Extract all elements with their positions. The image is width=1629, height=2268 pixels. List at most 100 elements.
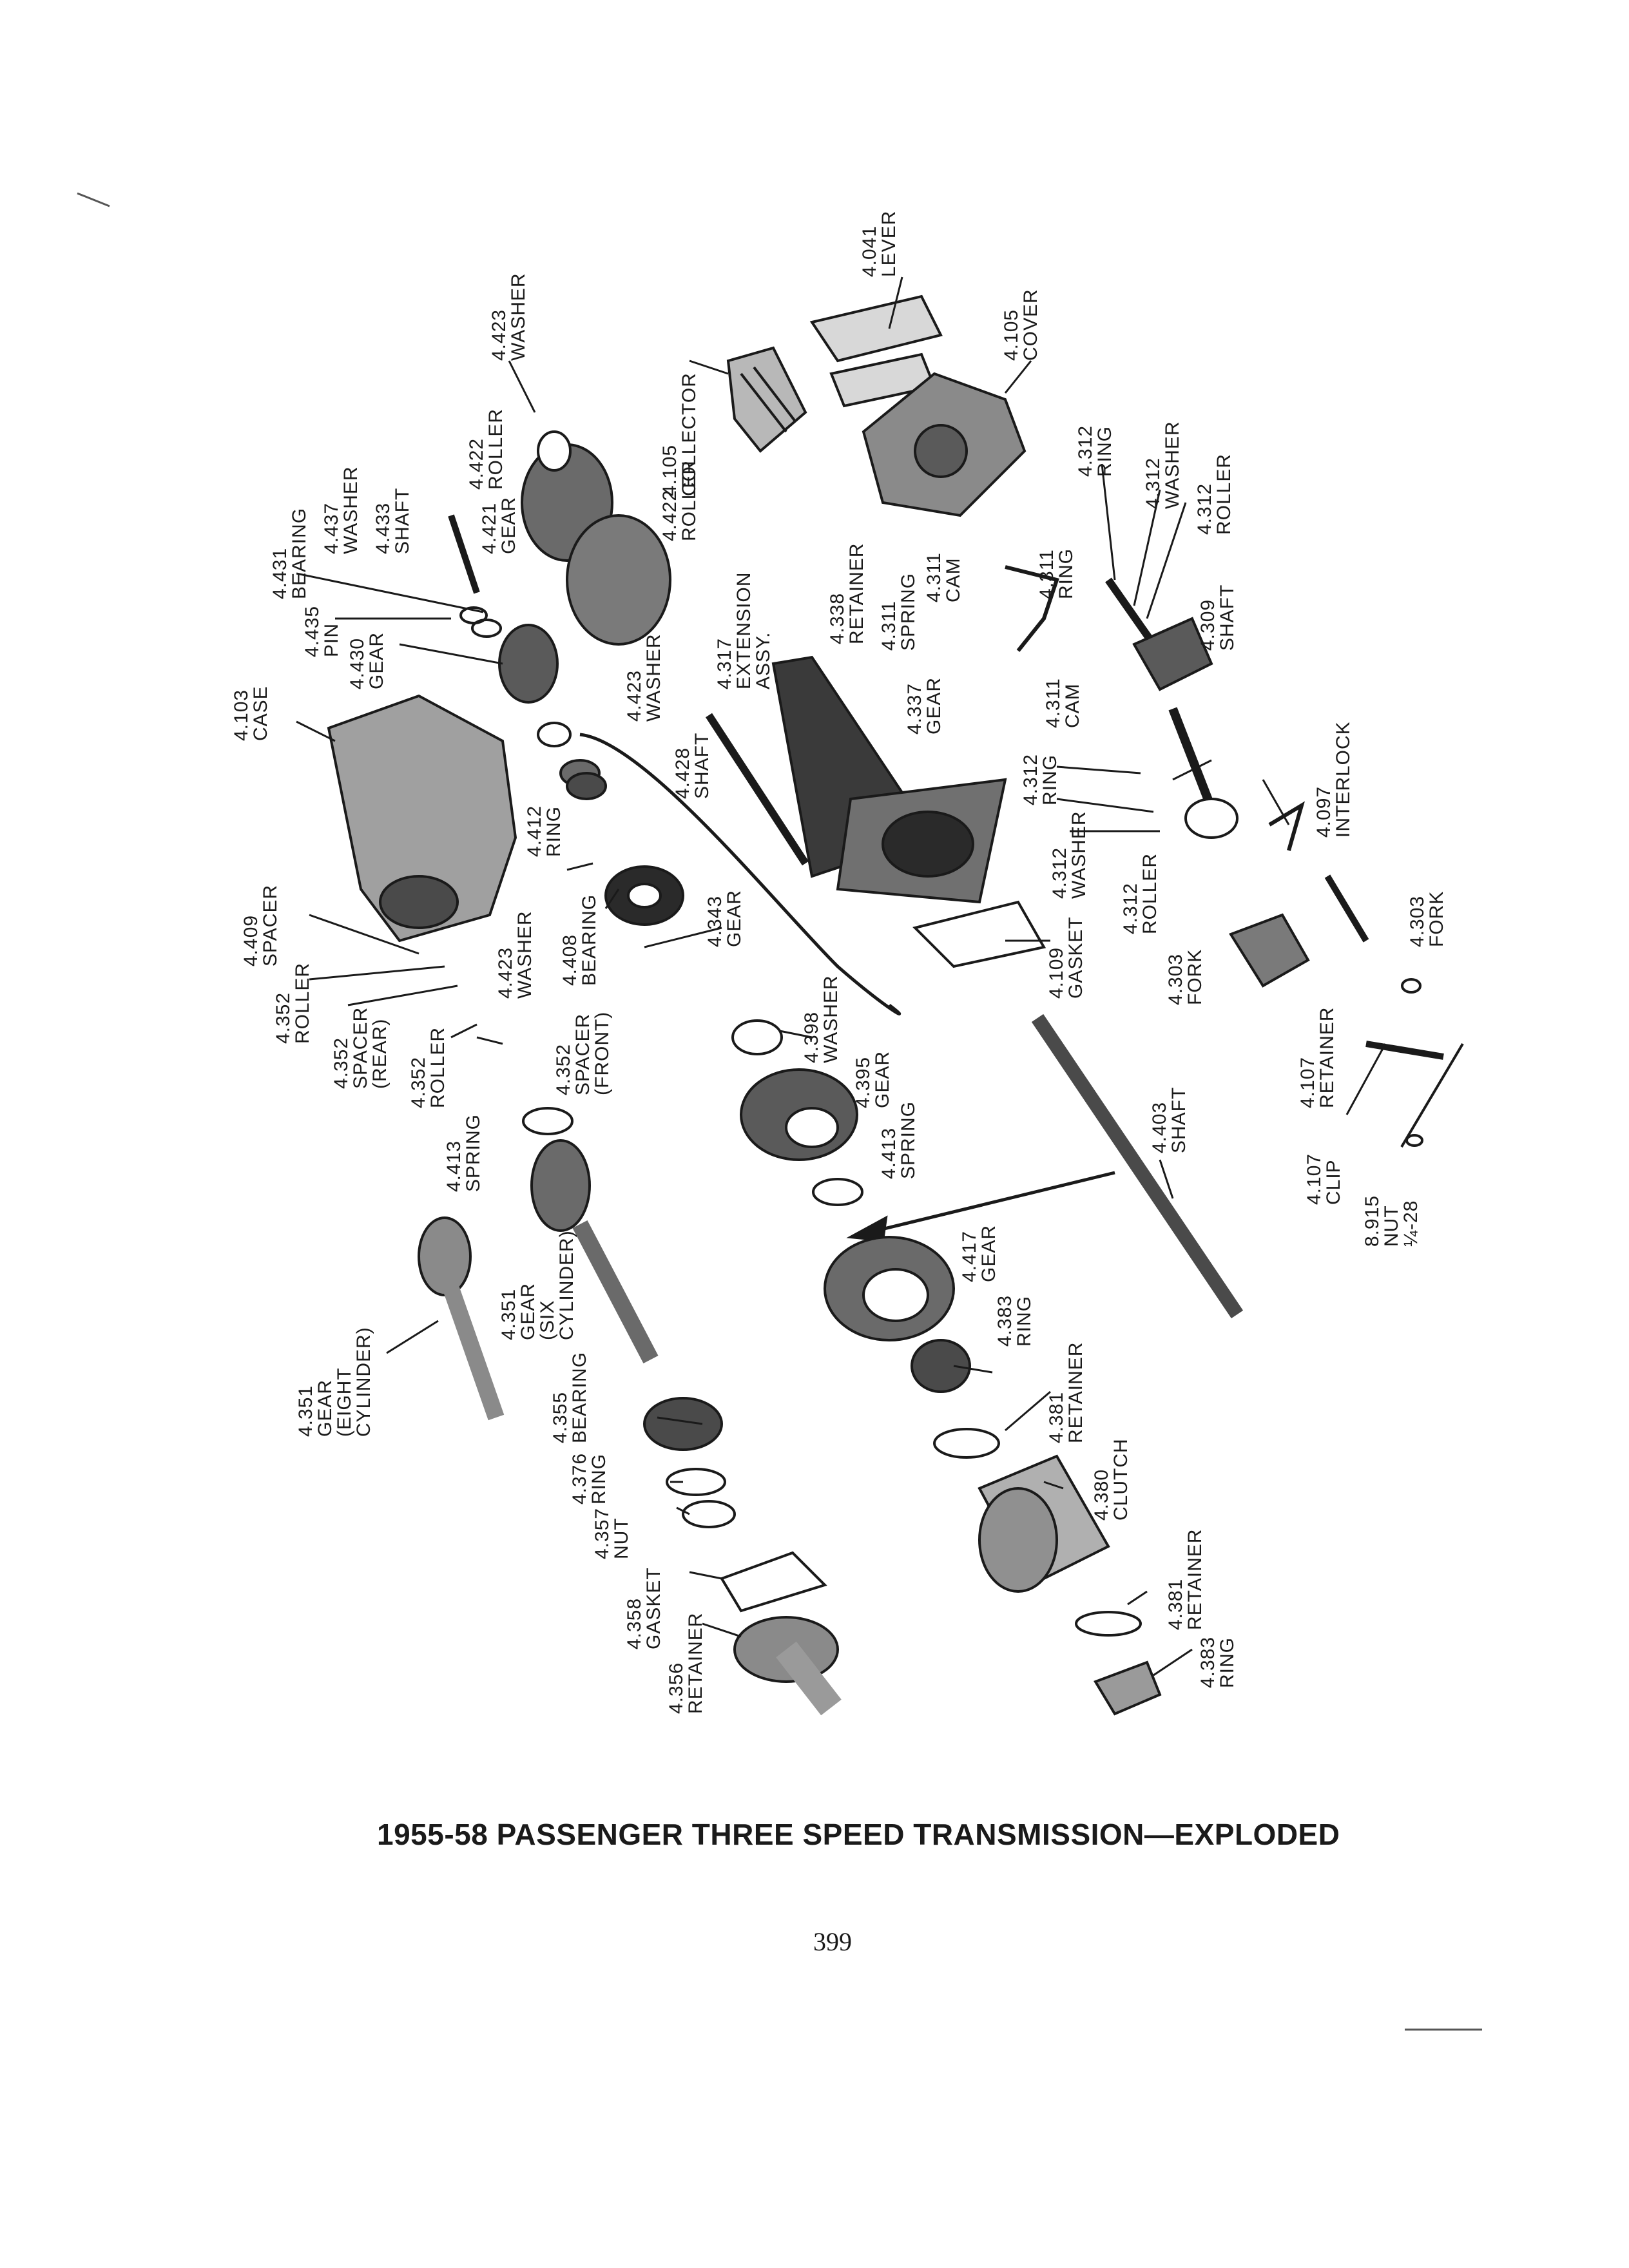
direction-arrow [846,1171,1115,1242]
cover-part [862,372,1027,517]
nut-part [682,1500,736,1528]
second-gear-part [740,1068,858,1161]
cluster-gear-part [521,430,671,646]
mainshaft-part [1031,1014,1244,1319]
washer-part [731,1019,783,1055]
ring-part-2 [911,1339,971,1393]
first-gear-part [824,1236,955,1341]
connector-curve [579,733,901,1015]
clutch-part [978,1454,1110,1593]
case-part [327,694,517,943]
collector-part [726,346,807,453]
main-drive-gear-six-part [530,1139,659,1364]
countershaft-part [705,713,809,866]
fork-parts [1229,801,1369,988]
spring-part [812,1178,863,1206]
retainer-clip-parts [1365,978,1464,1148]
page-number: 399 [813,1927,852,1956]
extension-housing-part [771,655,1007,904]
bearing-part [604,865,684,926]
front-retainer-part [733,1616,842,1716]
scan-smudge [77,192,110,207]
retainer-ring-part [933,1428,1000,1459]
snap-ring-part [666,1468,726,1496]
page-title: 1955-58 PASSENGER THREE SPEED TRANSMISSI… [377,1818,1340,1851]
leader-lines [296,276,1387,1677]
ring-part [566,772,607,800]
lever-part [809,294,943,408]
gasket-part [912,900,1046,968]
spring-part-2 [522,1107,574,1135]
synchro-ring-part [1094,1660,1162,1716]
retainer-ring-part-2 [1075,1611,1142,1637]
main-drive-gear-eight-part [418,1216,505,1421]
front-bearing-part [643,1397,723,1451]
shift-shafts [1005,565,1239,839]
front-gasket-part [720,1551,827,1613]
